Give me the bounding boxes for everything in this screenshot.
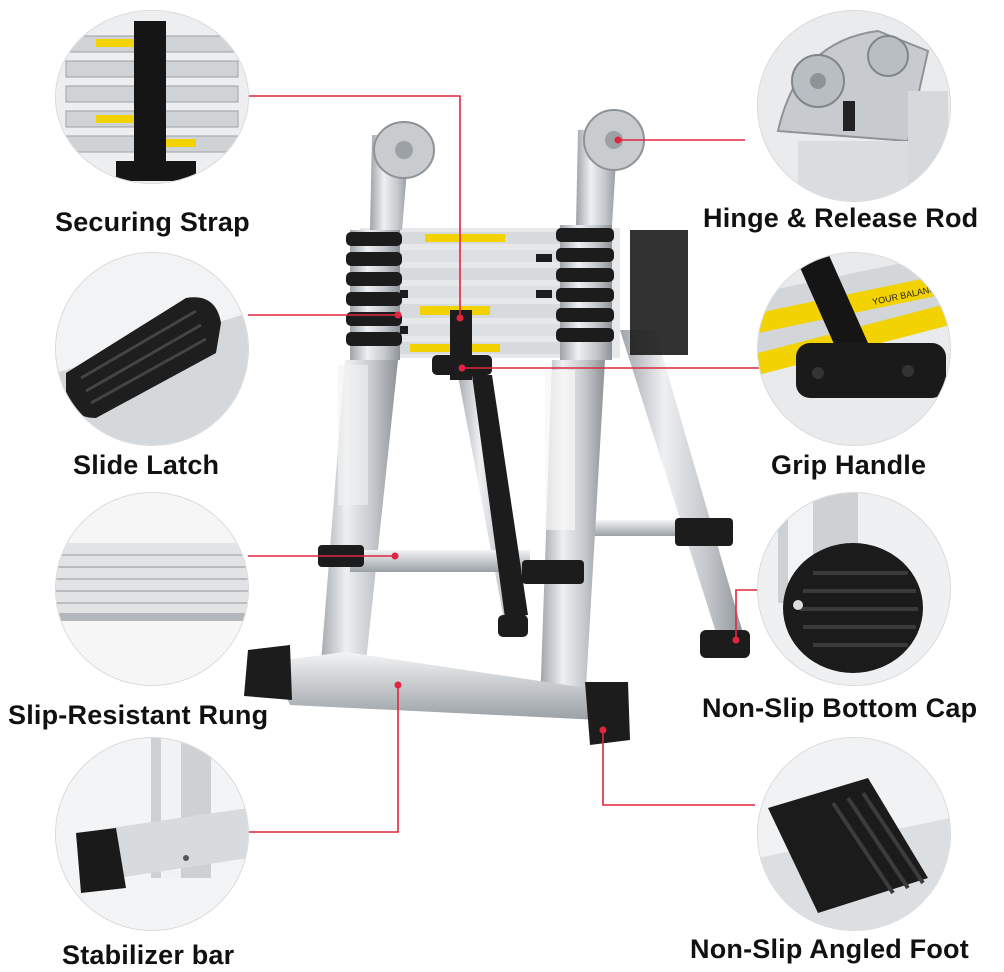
label-securing-strap: Securing Strap xyxy=(55,207,250,237)
label-stabilizer-bar: Stabilizer bar xyxy=(62,940,235,970)
label-slide-latch: Slide Latch xyxy=(73,450,220,480)
label-slip-resistant-rung: Slip-Resistant Rung xyxy=(8,700,269,730)
grip-handle-detail: YOUR BALANCE xyxy=(757,252,951,446)
front-left-leg xyxy=(318,121,435,700)
hinge-detail xyxy=(757,10,951,202)
callout-lines xyxy=(248,95,760,833)
stabilizer-bar-detail xyxy=(55,737,249,931)
label-non-slip-bottom-cap: Non-Slip Bottom Cap xyxy=(702,693,978,723)
bottom-cap-detail xyxy=(757,492,951,686)
securing-strap-detail xyxy=(55,10,249,184)
label-hinge-release-rod: Hinge & Release Rod xyxy=(703,203,979,233)
stabilizer-bar xyxy=(244,645,630,745)
bottom-cap xyxy=(700,630,750,658)
angled-foot-detail xyxy=(757,737,951,931)
slide-latch-detail xyxy=(55,252,249,446)
front-right-leg xyxy=(540,109,688,705)
label-grip-handle: Grip Handle xyxy=(771,450,927,480)
rung-detail xyxy=(55,492,249,686)
label-non-slip-angled-foot: Non-Slip Angled Foot xyxy=(690,934,969,964)
callout-dots xyxy=(391,136,740,734)
